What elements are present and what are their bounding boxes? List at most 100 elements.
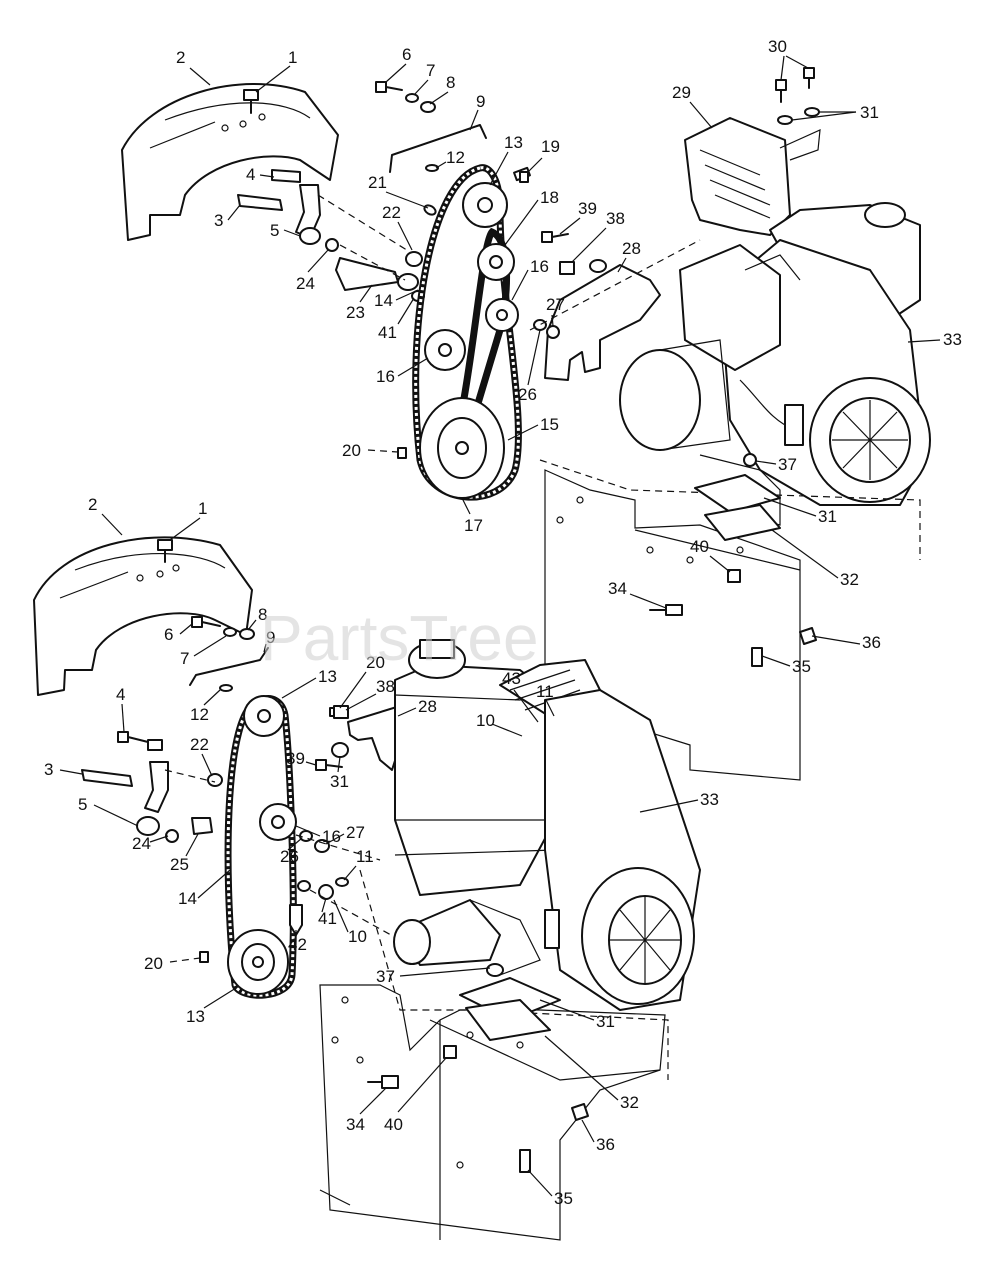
callout-b4: 4 <box>116 685 125 704</box>
callout-33: 33 <box>943 330 962 349</box>
callout-b8: 8 <box>258 605 267 624</box>
idler-bracket-top <box>237 169 437 302</box>
callout-b31a: 31 <box>330 772 349 791</box>
callout-b2: 2 <box>88 495 97 514</box>
top-assembly: 1 2 3 4 5 6 7 8 9 12 13 14 15 1 <box>121 37 962 781</box>
callout-32: 32 <box>840 570 859 589</box>
callout-34: 34 <box>608 579 627 598</box>
callout-b12: 12 <box>190 705 209 724</box>
callout-29: 29 <box>672 83 691 102</box>
callout-18: 18 <box>540 188 559 207</box>
callout-b6: 6 <box>164 625 173 644</box>
bolt-bottom-1 <box>157 539 173 563</box>
callout-21: 21 <box>368 173 387 192</box>
callout-40: 40 <box>690 537 709 556</box>
callout-b9: 9 <box>266 628 275 647</box>
callout-b3: 3 <box>44 760 53 779</box>
callout-9: 9 <box>476 92 485 111</box>
callout-b20a: 20 <box>366 653 385 672</box>
labels-bottom: 1 2 3 4 5 6 7 8 9 10 10 11 11 1 <box>44 495 719 1208</box>
callout-1: 1 <box>288 48 297 67</box>
callout-12: 12 <box>446 148 465 167</box>
callout-14: 14 <box>374 291 393 310</box>
callout-b14: 14 <box>178 889 197 908</box>
frame-bottom <box>319 869 669 1241</box>
callout-19: 19 <box>541 137 560 156</box>
callout-39: 39 <box>578 199 597 218</box>
callout-3: 3 <box>214 211 223 230</box>
watermark: PartsTree <box>260 602 539 674</box>
callout-b26: 26 <box>280 847 299 866</box>
callout-b41: 41 <box>318 909 337 928</box>
callout-b31b: 31 <box>596 1012 615 1031</box>
callout-26: 26 <box>518 385 537 404</box>
muffler-shield <box>684 67 821 236</box>
callout-b33: 33 <box>700 790 719 809</box>
callout-28: 28 <box>622 239 641 258</box>
callout-27: 27 <box>546 295 565 314</box>
belt-cover-top <box>121 83 339 241</box>
callout-4: 4 <box>246 165 255 184</box>
callout-b16: 16 <box>322 827 341 846</box>
callout-b36: 36 <box>596 1135 615 1154</box>
labels-top: 1 2 3 4 5 6 7 8 9 12 13 14 15 1 <box>176 37 962 676</box>
hardware-6-9-bottom <box>189 616 269 692</box>
callout-17: 17 <box>464 516 483 535</box>
callout-7: 7 <box>426 61 435 80</box>
mount-bracket-top <box>529 231 701 381</box>
callout-b5: 5 <box>78 795 87 814</box>
callout-b10b: 10 <box>348 927 367 946</box>
callout-15: 15 <box>540 415 559 434</box>
callout-2: 2 <box>176 48 185 67</box>
callout-b28: 28 <box>418 697 437 716</box>
callout-b34: 34 <box>346 1115 365 1134</box>
callout-22: 22 <box>382 203 401 222</box>
callout-41: 41 <box>378 323 397 342</box>
callout-8: 8 <box>446 73 455 92</box>
callout-b22: 22 <box>190 735 209 754</box>
engine-top <box>619 202 931 506</box>
callout-b40: 40 <box>384 1115 403 1134</box>
callout-b43: 43 <box>502 669 521 688</box>
callout-b32: 32 <box>620 1093 639 1112</box>
callout-b13a: 13 <box>318 667 337 686</box>
callout-b1: 1 <box>198 499 207 518</box>
callout-b39: 39 <box>286 749 305 768</box>
callout-38: 38 <box>606 209 625 228</box>
bottom-assembly: 1 2 3 4 5 6 7 8 9 10 10 11 11 1 <box>33 495 719 1241</box>
bolt-top-1 <box>243 89 259 114</box>
callout-6: 6 <box>402 45 411 64</box>
callout-20: 20 <box>342 441 361 460</box>
callout-b11b: 11 <box>356 847 374 866</box>
callout-13: 13 <box>504 133 523 152</box>
callout-b24: 24 <box>132 834 151 853</box>
callout-b20b: 20 <box>144 954 163 973</box>
callout-16a: 16 <box>376 367 395 386</box>
callout-24: 24 <box>296 274 315 293</box>
belt-drive-bottom <box>199 695 341 999</box>
callout-b25: 25 <box>170 855 189 874</box>
callout-35: 35 <box>792 657 811 676</box>
frame-top <box>539 453 921 781</box>
callout-36: 36 <box>862 633 881 652</box>
callout-b11a: 11 <box>536 682 554 701</box>
callout-b37: 37 <box>376 967 395 986</box>
callout-16b: 16 <box>530 257 549 276</box>
callout-5: 5 <box>270 221 279 240</box>
engine-bottom <box>393 639 701 1011</box>
callout-b7: 7 <box>180 649 189 668</box>
callout-31b: 31 <box>818 507 837 526</box>
callout-b27: 27 <box>346 823 365 842</box>
callout-31a: 31 <box>860 103 879 122</box>
belt-cover-bottom <box>33 536 253 696</box>
callout-b10a: 10 <box>476 711 495 730</box>
callout-37: 37 <box>778 455 797 474</box>
callout-23: 23 <box>346 303 365 322</box>
belt-drive-top <box>397 164 529 501</box>
callout-b13b: 13 <box>186 1007 205 1026</box>
callout-b35: 35 <box>554 1189 573 1208</box>
callout-30: 30 <box>768 37 787 56</box>
idler-bracket-bottom <box>81 731 223 843</box>
callout-b42: 42 <box>288 935 307 954</box>
